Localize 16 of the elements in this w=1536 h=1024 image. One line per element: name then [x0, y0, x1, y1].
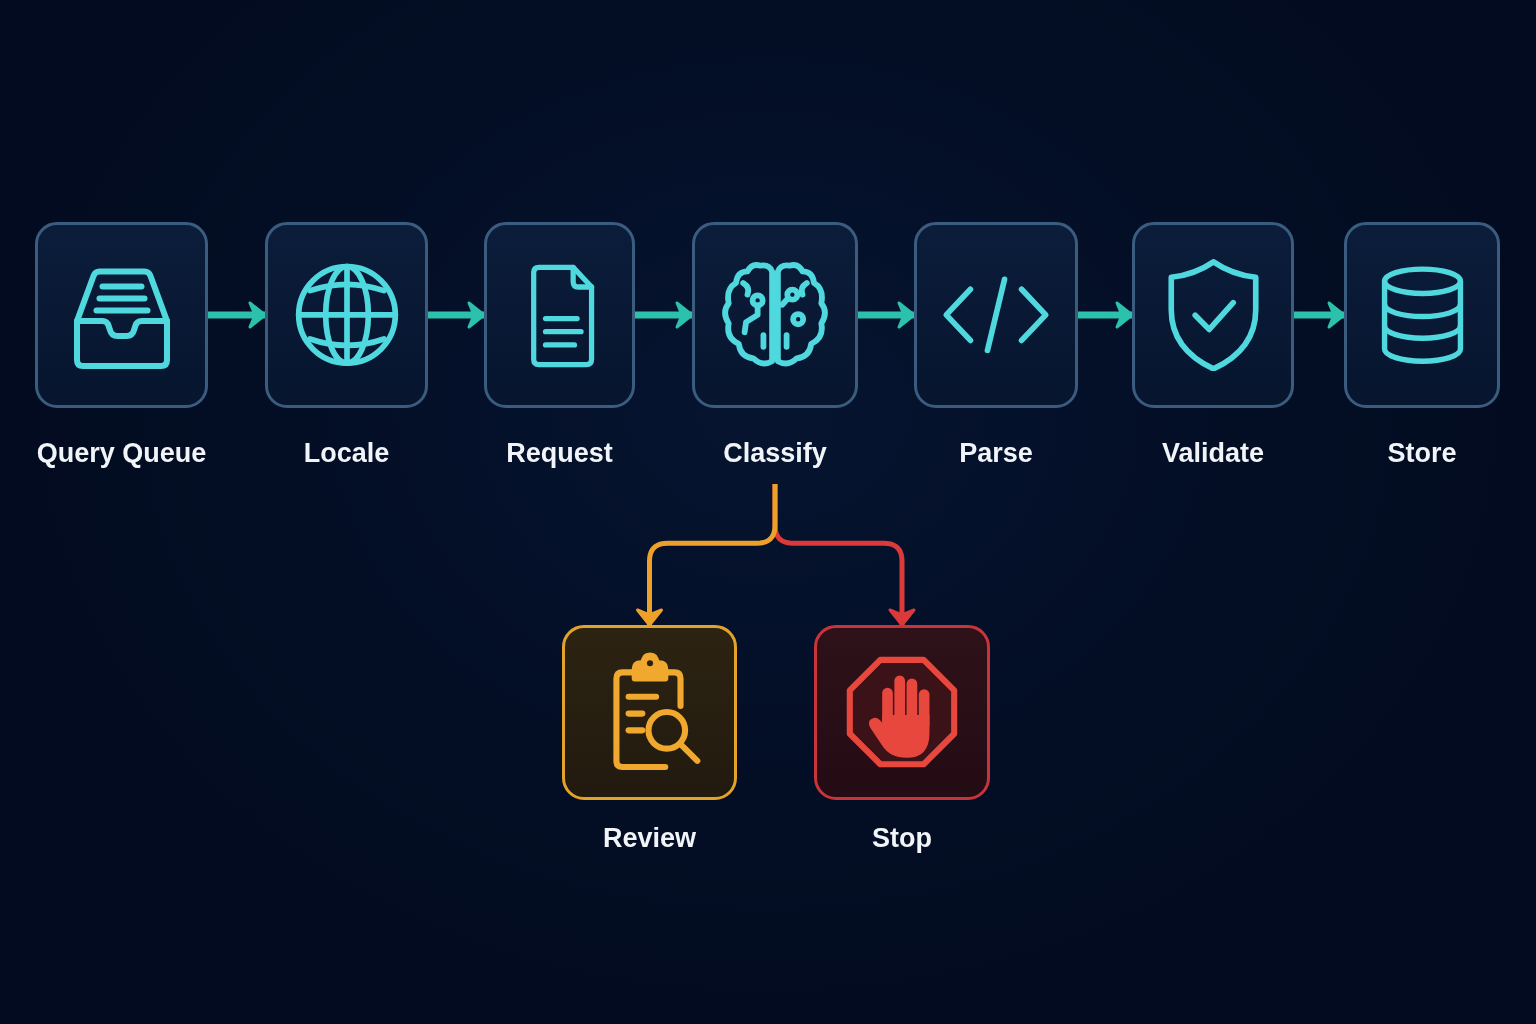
step-label: Locale: [303, 437, 390, 470]
arrow: [635, 301, 694, 329]
step-label: Review: [602, 822, 697, 855]
step-label: Query Queue: [36, 437, 207, 470]
step-label: Store: [1387, 437, 1457, 470]
step-label: Validate: [1161, 437, 1265, 470]
step-label: Request: [506, 437, 613, 470]
arrow: [428, 301, 486, 329]
arrow: [636, 484, 778, 627]
arrow: [1078, 301, 1134, 329]
arrow: [208, 301, 267, 329]
step-label: Parse: [959, 437, 1033, 470]
arrow: [1294, 301, 1346, 329]
arrow: [858, 301, 916, 329]
step-label: Classify: [723, 437, 827, 470]
step-label: Stop: [872, 822, 932, 855]
